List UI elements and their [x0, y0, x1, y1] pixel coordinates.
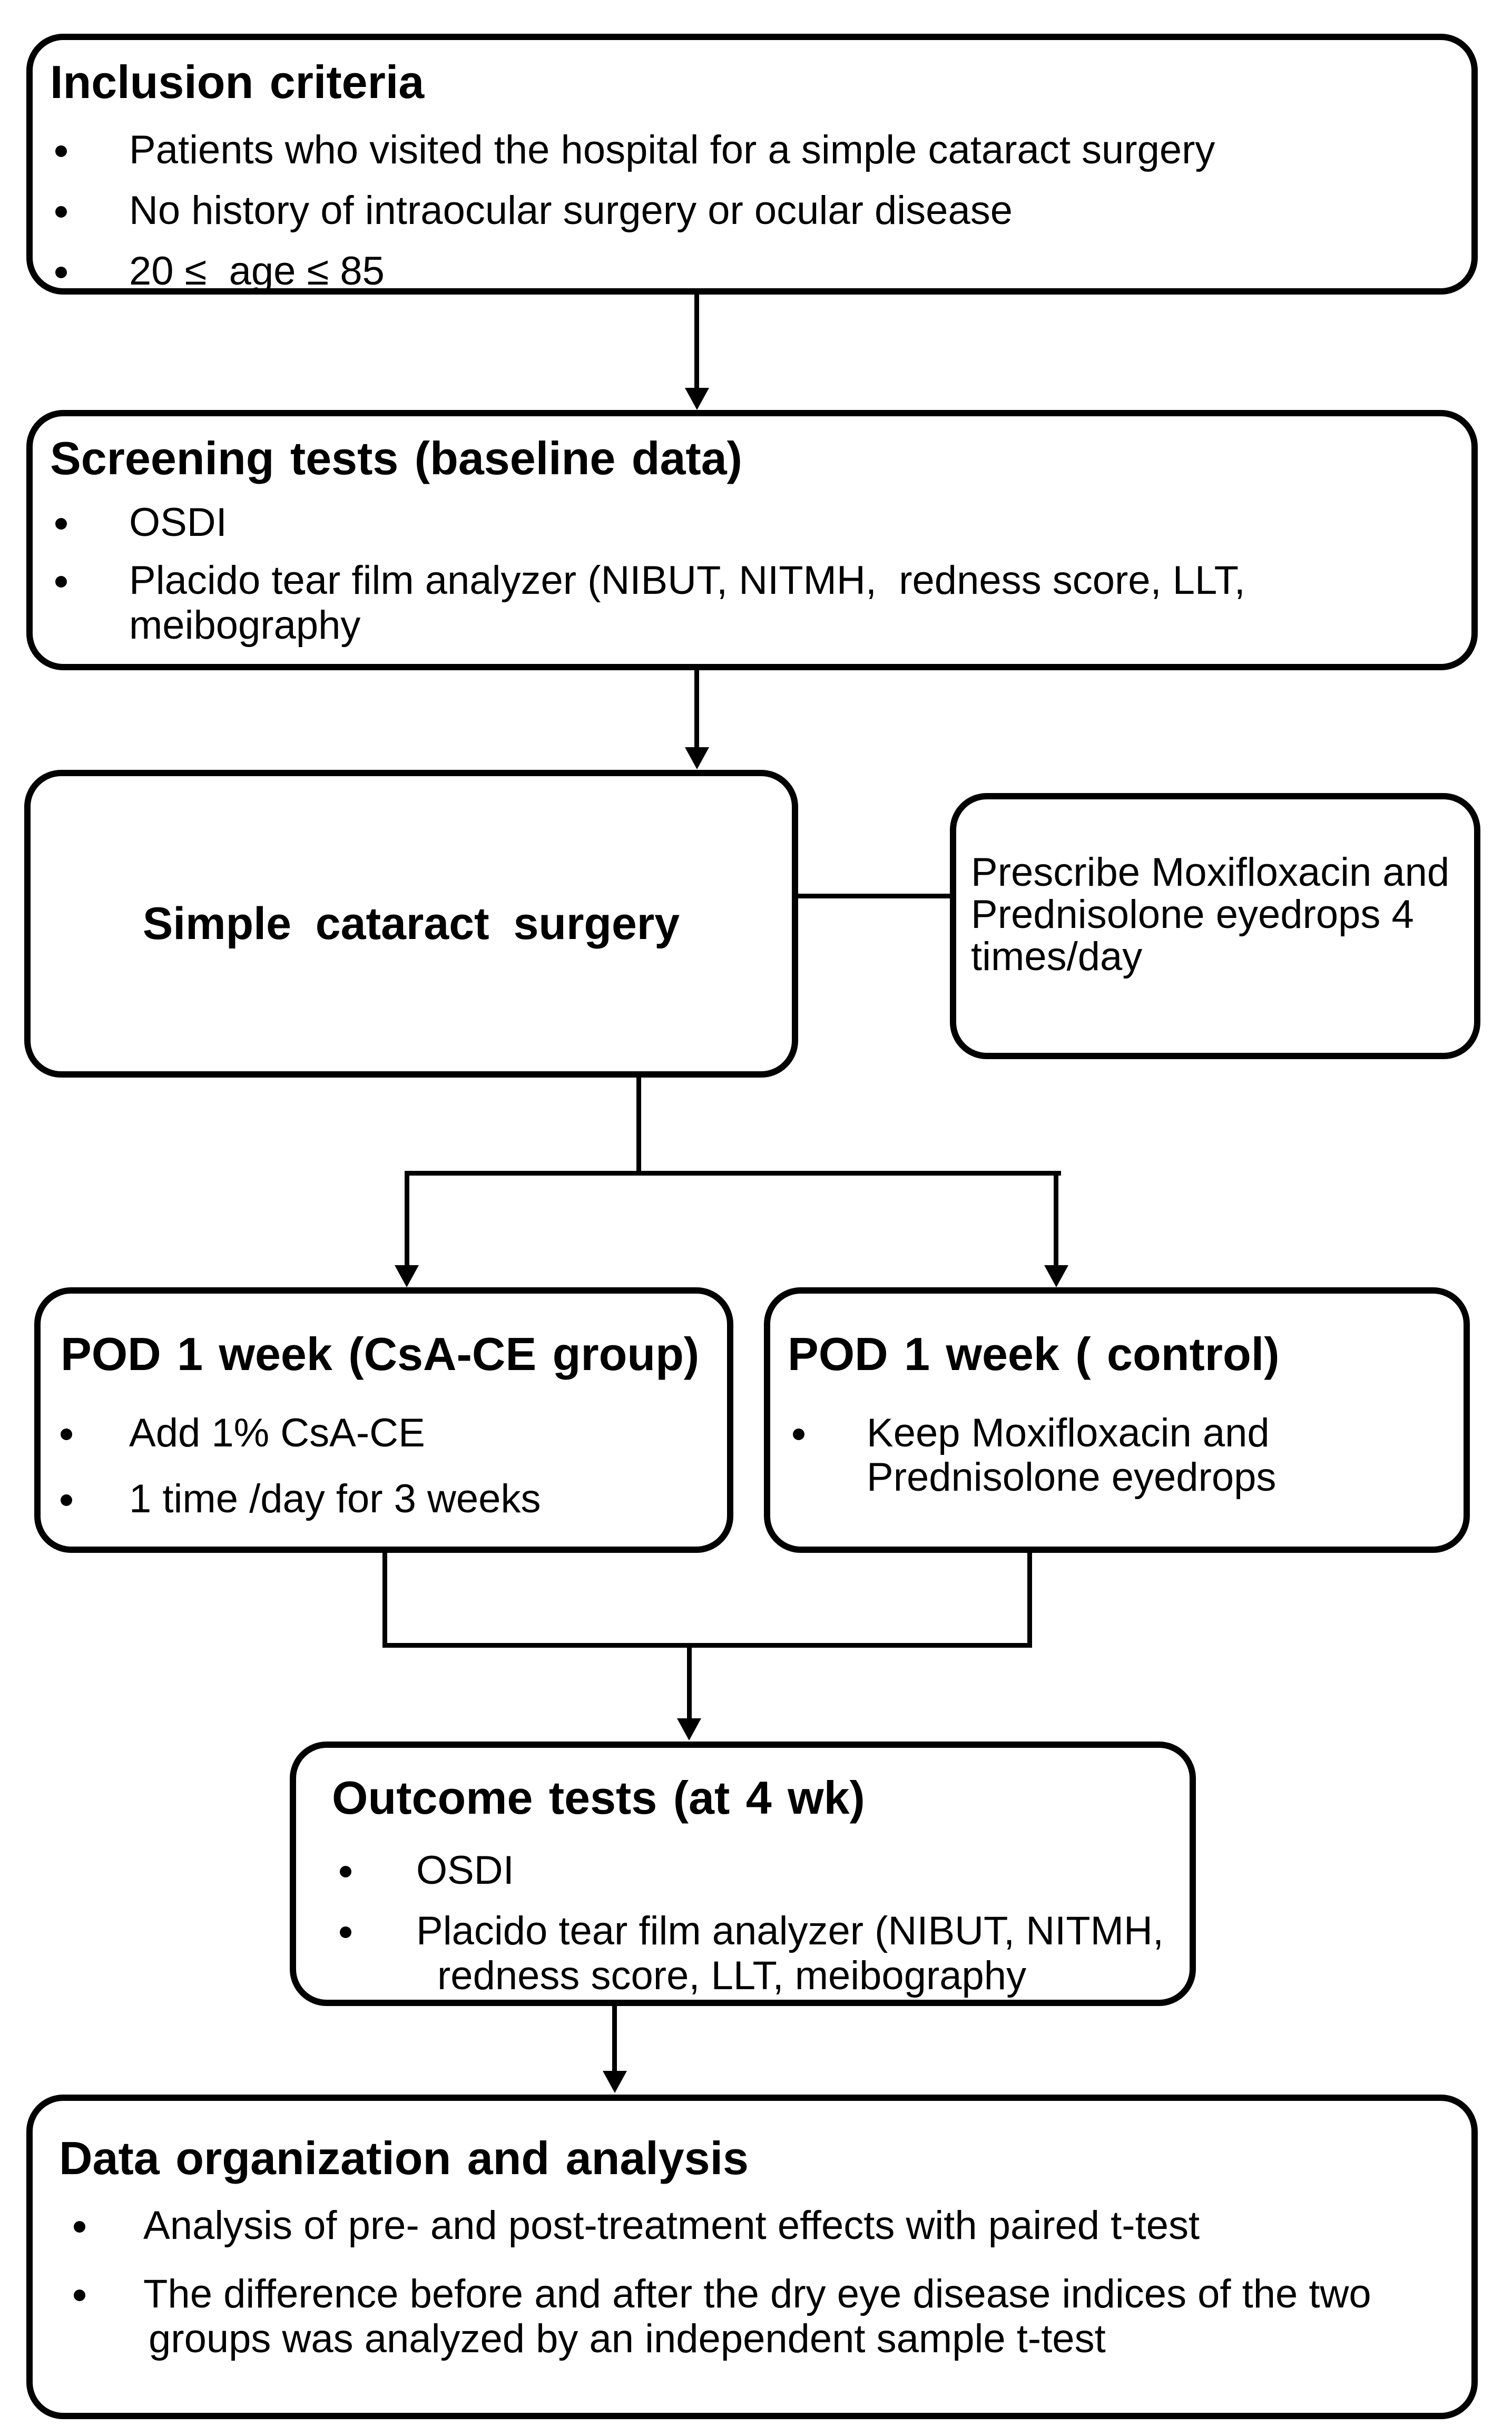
flow-line: [687, 1646, 692, 1719]
simple-cataract-surgery-box: Simple cataract surgery: [24, 770, 798, 1078]
prescribe-line-2: Prednisolone eyedrops 4: [971, 892, 1414, 937]
inclusion-criteria-title: Inclusion criteria: [50, 56, 425, 108]
flow-line: [1027, 1553, 1032, 1648]
arrow-down-icon: [677, 1718, 701, 1740]
flow-line: [694, 670, 699, 749]
inclusion-bullet-2: No history of intraocular surgery or ocu…: [129, 188, 1013, 233]
flow-line: [405, 1173, 409, 1266]
flow-line: [1054, 1173, 1058, 1266]
outcome-tests-box: [290, 1742, 1196, 2006]
outcome-bullet-2-line-2: redness score, LLT, meibography: [437, 1953, 1027, 1998]
pod-csa-ce-box: [34, 1287, 733, 1553]
arrow-down-icon: [685, 388, 709, 410]
prescribe-line-1: Prescribe Moxifloxacin and: [971, 850, 1450, 895]
pod-csa-bullet-2: 1 time /day for 3 weeks: [129, 1476, 541, 1521]
bullet-dot: [340, 1866, 351, 1877]
bullet-dot: [74, 2290, 85, 2301]
bullet-dot: [55, 518, 67, 530]
arrow-down-icon: [395, 1265, 419, 1287]
pod-control-box: [764, 1287, 1470, 1553]
bullet-dot: [340, 1926, 351, 1938]
merge-bar-line: [382, 1643, 1032, 1648]
outcome-bullet-1: OSDI: [416, 1848, 514, 1893]
bullet-dot: [61, 1429, 72, 1440]
prescribe-line-3: times/day: [971, 934, 1143, 979]
data-analysis-title: Data organization and analysis: [59, 2132, 749, 2184]
analysis-bullet-2-line-1: The difference before and after the dry …: [143, 2272, 1371, 2316]
inclusion-criteria-box: [26, 34, 1478, 295]
branch-bar-line: [405, 1171, 1061, 1176]
bullet-dot: [55, 267, 67, 278]
flow-line: [382, 1553, 387, 1648]
bullet-dot: [55, 576, 67, 588]
flow-line: [612, 2006, 617, 2073]
screening-tests-title: Screening tests (baseline data): [50, 432, 742, 484]
arrow-down-icon: [603, 2071, 627, 2093]
pod-control-bullet-line-2: Prednisolone eyedrops: [867, 1455, 1277, 1500]
outcome-bullet-2-line-1: Placido tear film analyzer (NIBUT, NITMH…: [416, 1909, 1164, 1953]
flow-line: [636, 1078, 641, 1176]
bullet-dot: [61, 1494, 72, 1506]
pod-csa-ce-title: POD 1 week (CsA-CE group): [61, 1328, 700, 1380]
analysis-bullet-1: Analysis of pre- and post-treatment effe…: [143, 2203, 1200, 2248]
pod-csa-bullet-1: Add 1% CsA-CE: [129, 1411, 425, 1455]
bullet-dot: [55, 145, 67, 157]
screening-bullet-1: OSDI: [129, 500, 227, 545]
bullet-dot: [793, 1429, 804, 1440]
arrow-down-icon: [1044, 1265, 1068, 1287]
flow-line: [694, 295, 699, 389]
outcome-tests-title: Outcome tests (at 4 wk): [332, 1772, 865, 1824]
data-analysis-box: [26, 2095, 1478, 2419]
simple-cataract-surgery-label: Simple cataract surgery: [142, 898, 680, 949]
analysis-bullet-2-line-2: groups was analyzed by an independent sa…: [149, 2316, 1106, 2361]
screening-tests-box: [26, 410, 1478, 670]
prescribe-eyedrops-box: [950, 793, 1480, 1059]
inclusion-bullet-1: Patients who visited the hospital for a …: [129, 128, 1215, 172]
arrow-down-icon: [685, 747, 709, 769]
pod-control-title: POD 1 week ( control): [788, 1328, 1280, 1380]
pod-control-bullet-line-1: Keep Moxifloxacin and: [867, 1411, 1270, 1455]
bullet-dot: [74, 2221, 85, 2233]
screening-bullet-2-line-1: Placido tear film analyzer (NIBUT, NITMH…: [129, 558, 1245, 603]
connector-line: [798, 894, 950, 898]
bullet-dot: [55, 206, 67, 218]
screening-bullet-2-line-2: meibography: [129, 603, 361, 648]
inclusion-bullet-3: 20 ≤ age ≤ 85: [129, 249, 385, 294]
